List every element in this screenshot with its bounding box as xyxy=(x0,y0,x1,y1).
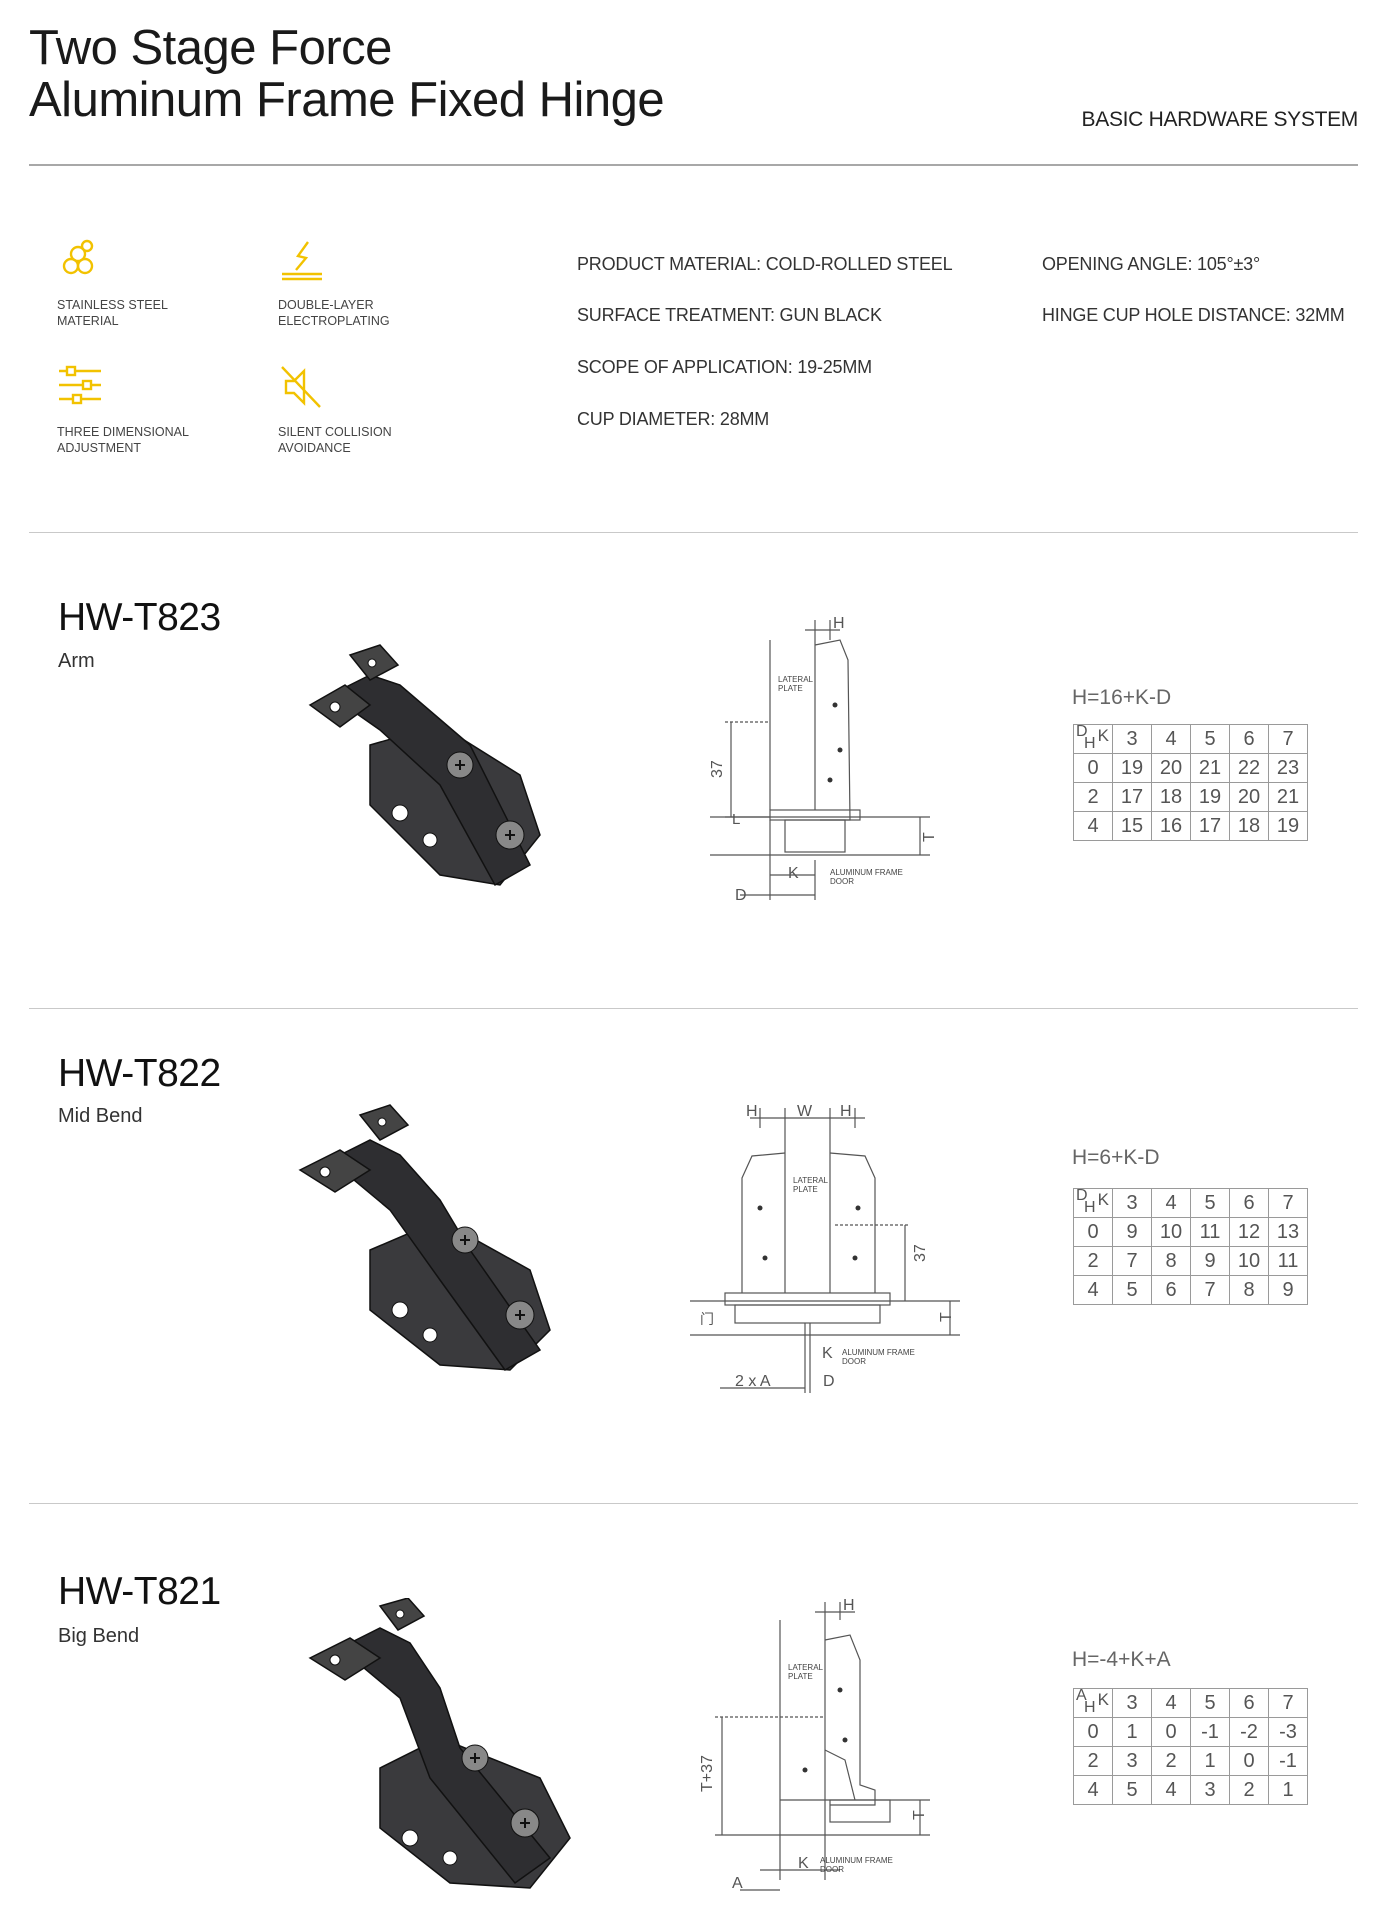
svg-text:T: T xyxy=(911,1810,928,1820)
spec-cup-diameter: CUP DIAMETER: 28MM xyxy=(577,409,770,429)
svg-text:T: T xyxy=(938,1312,955,1322)
model-type: Big Bend xyxy=(58,1625,140,1647)
divider xyxy=(29,532,1358,533)
lightning-icon xyxy=(282,241,322,281)
brand-label: BASIC HARDWARE SYSTEM xyxy=(1081,108,1359,131)
svg-text:K: K xyxy=(798,1855,809,1872)
mute-icon xyxy=(281,366,321,408)
hinge-photo xyxy=(298,1104,551,1371)
svg-text:H: H xyxy=(746,1103,758,1120)
model-title: HW-T823 xyxy=(58,596,221,639)
svg-text:H: H xyxy=(833,615,845,632)
divider xyxy=(29,1503,1358,1504)
svg-text:门: 门 xyxy=(700,1311,714,1327)
spec-opening-angle: OPENING ANGLE: 105°±3° xyxy=(1042,254,1260,274)
svg-text:A: A xyxy=(732,1875,743,1892)
feature-electroplating: DOUBLE-LAYER ELECTROPLATING xyxy=(278,236,478,329)
spec-scope: SCOPE OF APPLICATION: 19-25MM xyxy=(577,357,872,377)
svg-text:T: T xyxy=(921,832,938,842)
svg-text:2 x A: 2 x A xyxy=(735,1373,771,1390)
svg-text:L: L xyxy=(732,811,740,828)
svg-text:D: D xyxy=(735,887,747,904)
spec-surface: SURFACE TREATMENT: GUN BLACK xyxy=(577,305,882,325)
model-type: Arm xyxy=(58,650,95,672)
sliders-icon xyxy=(59,365,101,405)
formula: H=16+K-D xyxy=(1072,686,1172,709)
page-title: Two Stage Force Aluminum Frame Fixed Hin… xyxy=(29,21,665,127)
model-title: HW-T821 xyxy=(58,1570,221,1613)
formula: H=-4+K+A xyxy=(1072,1648,1171,1671)
formula: H=6+K-D xyxy=(1072,1146,1160,1169)
feature-adjustment: THREE DIMENSIONAL ADJUSTMENT xyxy=(57,363,257,456)
hinge-photo xyxy=(308,1598,571,1889)
svg-text:K: K xyxy=(822,1345,833,1362)
feature-stainless: STAINLESS STEEL MATERIAL xyxy=(57,236,257,329)
divider xyxy=(29,164,1358,166)
coin-stack-icon xyxy=(62,239,94,275)
model-title: HW-T822 xyxy=(58,1052,221,1095)
svg-text:D: D xyxy=(823,1373,835,1390)
svg-text:T+37: T+37 xyxy=(699,1755,716,1792)
svg-text:K: K xyxy=(788,865,799,882)
svg-text:H: H xyxy=(840,1103,852,1120)
hinge-photo xyxy=(308,644,541,887)
spec-material: PRODUCT MATERIAL: COLD-ROLLED STEEL xyxy=(577,254,953,274)
svg-text:37: 37 xyxy=(709,760,726,778)
divider xyxy=(29,1008,1358,1009)
feature-silent: SILENT COLLISION AVOIDANCE xyxy=(278,363,478,456)
model-type: Mid Bend xyxy=(58,1105,143,1127)
spec-cup-hole: HINGE CUP HOLE DISTANCE: 32MM xyxy=(1042,305,1345,325)
svg-text:H: H xyxy=(843,1597,855,1614)
svg-text:W: W xyxy=(797,1103,813,1120)
svg-text:37: 37 xyxy=(912,1244,929,1262)
